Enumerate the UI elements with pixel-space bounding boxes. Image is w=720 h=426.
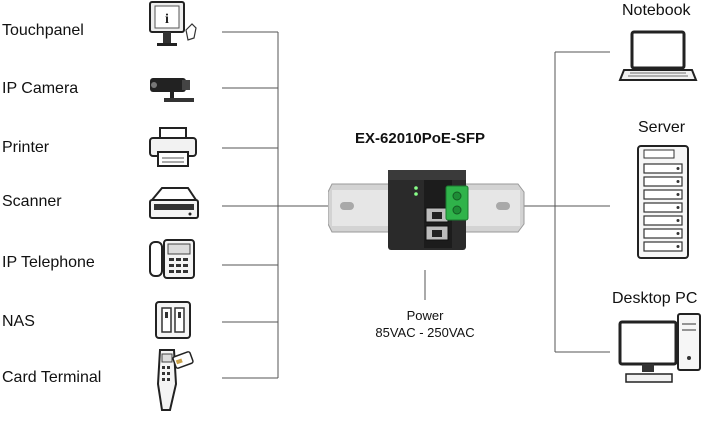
label-ip-camera: IP Camera: [2, 80, 79, 97]
power-range: 85VAC - 250VAC: [375, 325, 475, 340]
server-icon: [637, 145, 689, 259]
din-rail-switch-icon: [328, 170, 525, 250]
label-card-terminal: Card Terminal: [2, 369, 102, 386]
label-printer: Printer: [2, 139, 50, 156]
label-touchpanel: Touchpanel: [2, 22, 84, 39]
notebook-icon: [618, 30, 698, 81]
power-label: Power: [406, 308, 444, 323]
card-terminal-icon: [156, 349, 194, 411]
label-ip-telephone: IP Telephone: [2, 254, 95, 271]
printer-icon: [149, 127, 197, 167]
device-title: EX-62010PoE-SFP: [355, 130, 486, 147]
ip-telephone-icon: [149, 239, 195, 279]
scanner-icon: [149, 187, 199, 219]
svg-text:i: i: [165, 12, 169, 27]
ip-camera-icon: [150, 78, 194, 102]
label-nas: NAS: [2, 313, 35, 330]
label-notebook: Notebook: [622, 2, 691, 19]
power-info: Power 85VAC - 250VAC: [365, 307, 485, 341]
label-desktop-pc: Desktop PC: [612, 290, 698, 307]
nas-icon: [155, 301, 191, 339]
touchpanel-icon: i: [149, 1, 197, 46]
label-scanner: Scanner: [2, 193, 62, 210]
label-server: Server: [638, 119, 686, 136]
desktop-pc-icon: [618, 313, 701, 383]
